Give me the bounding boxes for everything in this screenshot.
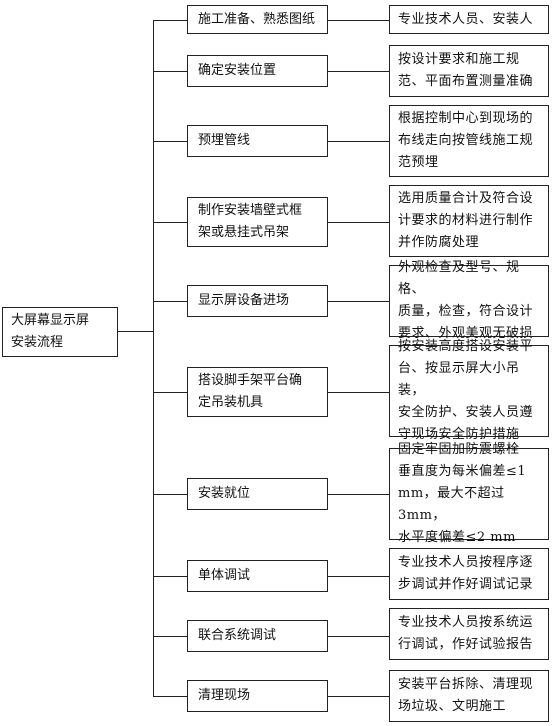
desc-box-8: 专业技术人员按程序逐 步调试并作好调试记录	[389, 548, 549, 600]
step-label: 制作安装墙壁式框 架或悬挂式吊架	[198, 203, 303, 240]
branch-line-9	[153, 636, 187, 637]
root-label: 大屏幕显示屏 安装流程	[11, 313, 90, 350]
step-box-9: 联合系统调试	[187, 620, 328, 652]
desc-connector-2	[328, 71, 389, 72]
branch-line-2	[153, 71, 187, 72]
step-label: 安装就位	[198, 486, 251, 501]
step-box-4: 制作安装墙壁式框 架或悬挂式吊架	[187, 197, 328, 247]
branch-line-4	[153, 222, 187, 223]
desc-connector-3	[328, 141, 389, 142]
branch-line-10	[153, 696, 187, 697]
desc-connector-6	[328, 392, 389, 393]
desc-box-2: 按设计要求和施工规 范、平面布置测量准确	[389, 45, 549, 97]
desc-box-10: 安装平台拆除、清理现 场垃圾、文明施工	[389, 670, 549, 722]
desc-box-4: 选用质量合计及符合设 计要求的材料进行制作 并作防腐处理	[389, 185, 549, 257]
root-connector	[118, 331, 154, 332]
root-box: 大屏幕显示屏 安装流程	[2, 307, 118, 357]
branch-line-6	[153, 392, 187, 393]
step-box-1: 施工准备、熟悉图纸	[187, 5, 328, 34]
desc-text: 专业技术人员按程序逐 步调试并作好调试记录	[398, 555, 534, 592]
desc-box-3: 根据控制中心到现场的 布线走向按管线施工规 范预埋	[389, 105, 549, 177]
desc-text: 外观检查及型号、规格、 质量，检查，符合设计 要求、外观美观无破损	[398, 260, 534, 341]
step-label: 清理现场	[198, 688, 251, 703]
desc-box-6: 按安装高度搭设安装平 台、按显示屏大小吊装， 安全防护、安装人员遵 守现场安全防…	[389, 339, 549, 442]
step-box-5: 显示屏设备进场	[187, 285, 328, 317]
desc-box-1: 专业技术人员、安装人	[389, 5, 549, 34]
step-label: 联合系统调试	[198, 628, 277, 643]
step-box-8: 单体调试	[187, 560, 328, 592]
step-box-10: 清理现场	[187, 680, 328, 712]
step-label: 施工准备、熟悉图纸	[198, 11, 316, 27]
step-label: 搭设脚手架平台确 定吊装机具	[198, 373, 303, 410]
desc-box-7: 固定牢固加防震螺栓 垂直度为每米偏差≤1 mm，最大不超过 3mm， 水平度偏差…	[389, 442, 549, 545]
step-label: 预埋管线	[198, 133, 251, 148]
step-box-2: 确定安装位置	[187, 55, 328, 87]
desc-connector-1	[328, 20, 389, 21]
desc-connector-7	[328, 494, 389, 495]
trunk-line	[153, 20, 154, 697]
desc-text: 安装平台拆除、清理现 场垃圾、文明施工	[398, 677, 534, 714]
desc-text: 选用质量合计及符合设 计要求的材料进行制作 并作防腐处理	[398, 191, 534, 250]
desc-text: 专业技术人员、安装人	[398, 11, 534, 27]
branch-line-5	[153, 301, 187, 302]
step-box-3: 预埋管线	[187, 125, 328, 157]
desc-text: 专业技术人员按系统运 行调试，作好试验报告	[398, 615, 534, 652]
branch-line-1	[153, 20, 187, 21]
branch-line-8	[153, 576, 187, 577]
desc-connector-4	[328, 222, 389, 223]
desc-text: 按安装高度搭设安装平 台、按显示屏大小吊装， 安全防护、安装人员遵 守现场安全防…	[398, 339, 534, 442]
step-label: 确定安装位置	[198, 63, 277, 78]
desc-connector-9	[328, 636, 389, 637]
desc-text: 根据控制中心到现场的 布线走向按管线施工规 范预埋	[398, 111, 534, 170]
step-label: 单体调试	[198, 568, 251, 583]
branch-line-7	[153, 494, 187, 495]
desc-connector-10	[328, 696, 389, 697]
step-box-6: 搭设脚手架平台确 定吊装机具	[187, 367, 328, 417]
desc-connector-5	[328, 301, 389, 302]
desc-connector-8	[328, 576, 389, 577]
step-box-7: 安装就位	[187, 478, 328, 510]
desc-text: 固定牢固加防震螺栓 垂直度为每米偏差≤1 mm，最大不超过 3mm， 水平度偏差…	[398, 442, 527, 545]
desc-text: 按设计要求和施工规 范、平面布置测量准确	[398, 52, 534, 89]
desc-box-9: 专业技术人员按系统运 行调试，作好试验报告	[389, 608, 549, 660]
step-label: 显示屏设备进场	[198, 293, 290, 308]
branch-line-3	[153, 141, 187, 142]
desc-box-5: 外观检查及型号、规格、 质量，检查，符合设计 要求、外观美观无破损	[389, 260, 549, 341]
